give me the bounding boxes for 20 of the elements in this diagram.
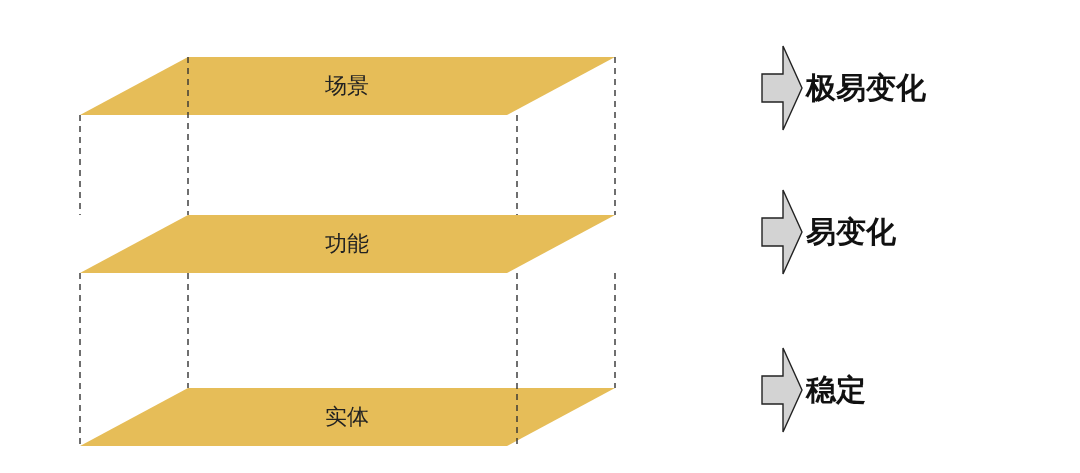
dashed-guide-line [614, 56, 616, 216]
layer-label: 场景 [324, 72, 369, 100]
dashed-guide-line [516, 114, 518, 216]
stability-label: 极易变化 [806, 68, 926, 108]
dashed-guide-line [79, 272, 81, 447]
layer-plane [80, 388, 615, 446]
layer-label: 实体 [324, 403, 369, 431]
block-arrow [761, 189, 803, 275]
dashed-guide-line [614, 272, 616, 389]
layer-plane [80, 215, 615, 273]
block-arrow [761, 347, 803, 433]
layer-label: 功能 [324, 230, 369, 258]
dashed-guide-line [516, 272, 518, 447]
dashed-guide-line [187, 56, 189, 216]
dashed-guide-line [187, 272, 189, 389]
dashed-guide-line [79, 114, 81, 216]
stability-label: 稳定 [806, 370, 866, 410]
stability-label: 易变化 [806, 212, 896, 252]
block-arrow [761, 45, 803, 131]
layer-plane [80, 57, 615, 115]
